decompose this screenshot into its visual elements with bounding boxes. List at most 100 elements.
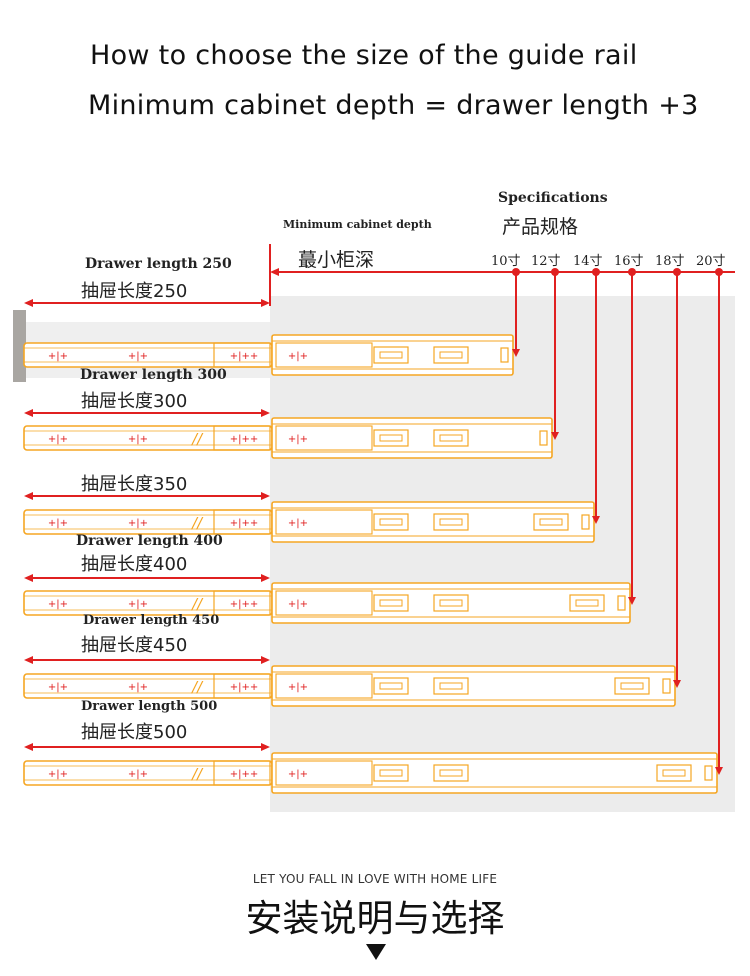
outer-rail-hole: +|+ [288,769,308,780]
drawer-length-arrowhead-right [261,492,270,500]
spec-connector-arrowhead [673,680,681,688]
wall [13,310,26,382]
slot-hole-inner [439,599,463,607]
drawer-length-arrowhead-left [24,656,33,664]
outer-rail-hole: +|+ [288,351,308,362]
outer-rail [271,334,514,376]
slot-hole-inner [439,518,463,526]
spec-size-20: 20寸 [696,254,726,269]
spec-size-18: 18寸 [655,254,685,269]
drawer-length-arrowhead-right [261,409,270,417]
outer-rail-hole: +|+ [288,434,308,445]
rail-row-4: +|+ +|+ +|++ // +|+ [23,272,636,624]
ball-bearing-cage [275,425,373,451]
row-5-label-cn: 抽屉长度450 [81,635,188,656]
slot-hole-inner [379,682,403,690]
end-stop [662,678,671,694]
slot-hole-inner [620,682,644,690]
rail-row-3: +|+ +|+ +|++ // +|+ [23,272,600,543]
drawer-length-arrowhead-left [24,743,33,751]
spec-connector-arrowhead [512,349,520,357]
inner-rail-end [213,509,271,535]
row-1-label-cn: 抽屉长度250 [81,281,188,302]
row-4-label-cn: 抽屉长度400 [81,554,188,575]
slot-hole [373,513,409,531]
break-mark: // [190,595,204,613]
slot-hole-inner [379,769,403,777]
slot-hole-inner [539,518,563,526]
drawer-length-arrowhead-right [261,656,270,664]
spec-size-12: 12寸 [531,254,561,269]
inner-rail-hole: +|+ [48,769,68,780]
break-mark: // [190,430,204,448]
cabinet-depth-label-en: Minimum cabinet depth [283,218,432,231]
slot-hole-inner [575,599,599,607]
footer-tagline: LET YOU FALL IN LOVE WITH HOME LIFE [252,872,498,886]
inner-rail-hole: +|+ [48,434,68,445]
slot-hole [433,429,469,447]
end-stop [500,347,509,363]
inner-rail-hole: +|+ [48,682,68,693]
inner-rail-hole: +|++ [230,769,259,780]
slot-hole [373,764,409,782]
slot-hole [614,677,650,695]
end-stop [704,765,713,781]
inner-rail-hole: +|++ [230,351,259,362]
page-title: How to choose the size of the guide rail [90,40,638,71]
slot-hole [433,346,469,364]
slot-hole [433,513,469,531]
slot-hole [533,513,569,531]
row-4-label-en: Drawer length 400 [76,533,223,549]
drawer-length-arrowhead-right [261,743,270,751]
slot-hole [373,677,409,695]
slot-hole [373,594,409,612]
spec-connector-arrowhead [628,597,636,605]
break-mark: // [190,514,204,532]
inner-rail-end [213,342,271,368]
cabinet-depth-arrowhead [270,268,279,276]
row-6-label-en: Drawer length 500 [81,699,218,714]
outer-rail [271,501,595,543]
ball-bearing-cage [275,760,373,786]
inner-rail-hole: +|++ [230,518,259,529]
end-stop [581,514,590,530]
outer-rail [271,582,631,624]
row-1-label-en: Drawer length 250 [85,256,232,272]
spec-connector-arrowhead [551,432,559,440]
slot-hole-inner [439,434,463,442]
inner-rail-hole: +|+ [128,518,148,529]
cabinet-area [270,296,735,812]
drawer-length-arrowhead-left [24,492,33,500]
spec-connector-arrowhead [592,516,600,524]
rail-row-1: +|++|++|+++|+ [23,272,520,376]
slot-hole-inner [379,434,403,442]
inner-rail-hole: +|+ [128,351,148,362]
slot-hole-inner [379,351,403,359]
ball-bearing-cage [275,509,373,535]
spec-size-16: 16寸 [614,254,644,269]
slot-hole-inner [439,351,463,359]
slot-hole-inner [379,518,403,526]
inner-rail-hole: +|+ [128,682,148,693]
slot-hole-inner [439,682,463,690]
slot-hole-inner [379,599,403,607]
guide-rail-diagram: +|+ +|+ +|++ +|+ +|+ +|+ +|++ // +|+ +|+ +|+ +|++ //… [13,244,735,812]
outer-rail-hole: +|+ [288,599,308,610]
inner-rail-hole: +|+ [128,769,148,780]
drawer-length-arrowhead-left [24,409,33,417]
ball-bearing-cage [275,342,373,368]
slot-hole [656,764,692,782]
end-stop [617,595,626,611]
row-2-label-en: Drawer length 300 [80,367,227,383]
down-arrow-icon [366,944,386,960]
outer-rail-hole: +|+ [288,682,308,693]
drawer-length-arrowhead-right [261,574,270,582]
slot-hole [569,594,605,612]
rail-row-2: +|+ +|+ +|++ // +|+ [23,272,559,459]
spec-connector-arrowhead [715,767,723,775]
row-3-label-cn: 抽屉长度350 [81,474,188,495]
footer-heading: 安装说明与选择 [245,897,505,940]
inner-rail-hole: +|+ [128,434,148,445]
inner-rail-end [213,673,271,699]
cabinet-depth-label-cn: 蕞小柜深 [298,249,375,271]
